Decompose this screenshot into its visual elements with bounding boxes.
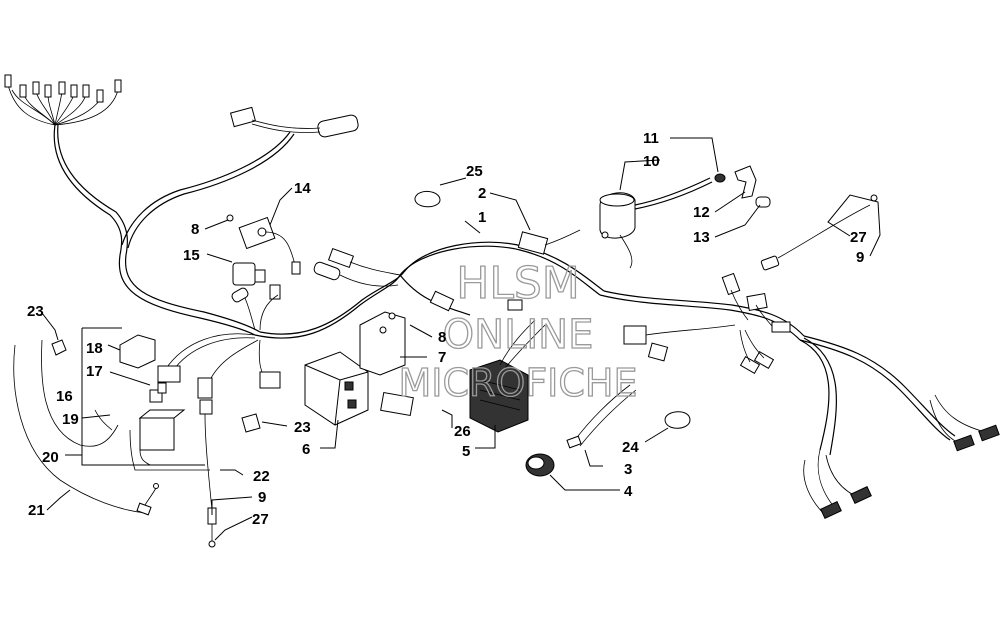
grommet-23-bottom	[241, 413, 261, 433]
callout-5: 5	[462, 443, 470, 460]
callout-18: 18	[86, 340, 103, 357]
callout-8-mid: 8	[438, 329, 446, 346]
regulator-5	[380, 319, 546, 433]
callout-27-bottom: 27	[252, 511, 269, 528]
callout-15: 15	[183, 247, 200, 264]
callout-17: 17	[86, 363, 103, 380]
relay-assembly	[119, 334, 210, 471]
callout-25: 25	[466, 163, 483, 180]
callout-21: 21	[28, 502, 45, 519]
callout-8-top: 8	[191, 221, 199, 238]
right-connector-bundle	[721, 272, 791, 375]
switch-3-4	[525, 384, 637, 477]
connector-15	[232, 262, 266, 286]
leader-lines	[41, 137, 881, 541]
callout-3: 3	[624, 461, 632, 478]
cable-9-right	[760, 194, 878, 271]
callout-2: 2	[478, 185, 486, 202]
bracket-7	[359, 311, 406, 376]
callout-23-left: 23	[27, 303, 44, 320]
clamp-24	[664, 411, 691, 429]
ignition-coil-10	[599, 177, 713, 269]
callout-13: 13	[693, 229, 710, 246]
cdi-module-6	[304, 351, 369, 426]
center-connectors	[429, 229, 581, 312]
callout-16: 16	[56, 388, 73, 405]
watermark-line3: MICROFICHE	[398, 361, 637, 405]
callout-10: 10	[643, 153, 660, 170]
terminal-cluster-top-left	[4, 74, 129, 256]
callout-11: 11	[643, 130, 659, 147]
callout-labels: 1 2 25 11 10 12 13 27 9 14 8 15 8 7 23 1…	[27, 130, 867, 528]
callout-14: 14	[294, 180, 311, 197]
callout-7: 7	[438, 349, 446, 366]
callout-9-right: 9	[856, 249, 864, 266]
callout-22: 22	[253, 468, 270, 485]
top-connector-pair	[121, 106, 359, 249]
clamp-25	[414, 191, 441, 208]
watermark: HLSM ONLINE MICROFICHE	[398, 257, 638, 405]
callout-23-bottom: 23	[294, 419, 311, 436]
callout-26: 26	[454, 423, 471, 440]
callout-12: 12	[693, 204, 710, 221]
left-bracket-lines	[13, 327, 205, 516]
callout-19: 19	[62, 411, 79, 428]
grommet-23-left	[51, 339, 67, 356]
callout-9-bottom: 9	[258, 489, 266, 506]
main-harness-trunk	[118, 241, 956, 456]
callout-27-right: 27	[850, 229, 867, 246]
watermark-line1: HLSM	[456, 258, 580, 309]
callout-6: 6	[302, 441, 310, 458]
connector-block-center-right	[623, 324, 736, 362]
spark-plug-parts	[714, 165, 771, 208]
mid-connectors	[231, 247, 401, 331]
callout-1: 1	[478, 209, 486, 226]
callout-24: 24	[622, 439, 639, 456]
callout-4: 4	[624, 483, 633, 500]
watermark-line2: ONLINE	[443, 312, 594, 358]
switch-14	[226, 214, 301, 275]
right-connectors	[803, 394, 1000, 519]
callout-20: 20	[42, 449, 59, 466]
left-harness-branches	[157, 333, 281, 548]
